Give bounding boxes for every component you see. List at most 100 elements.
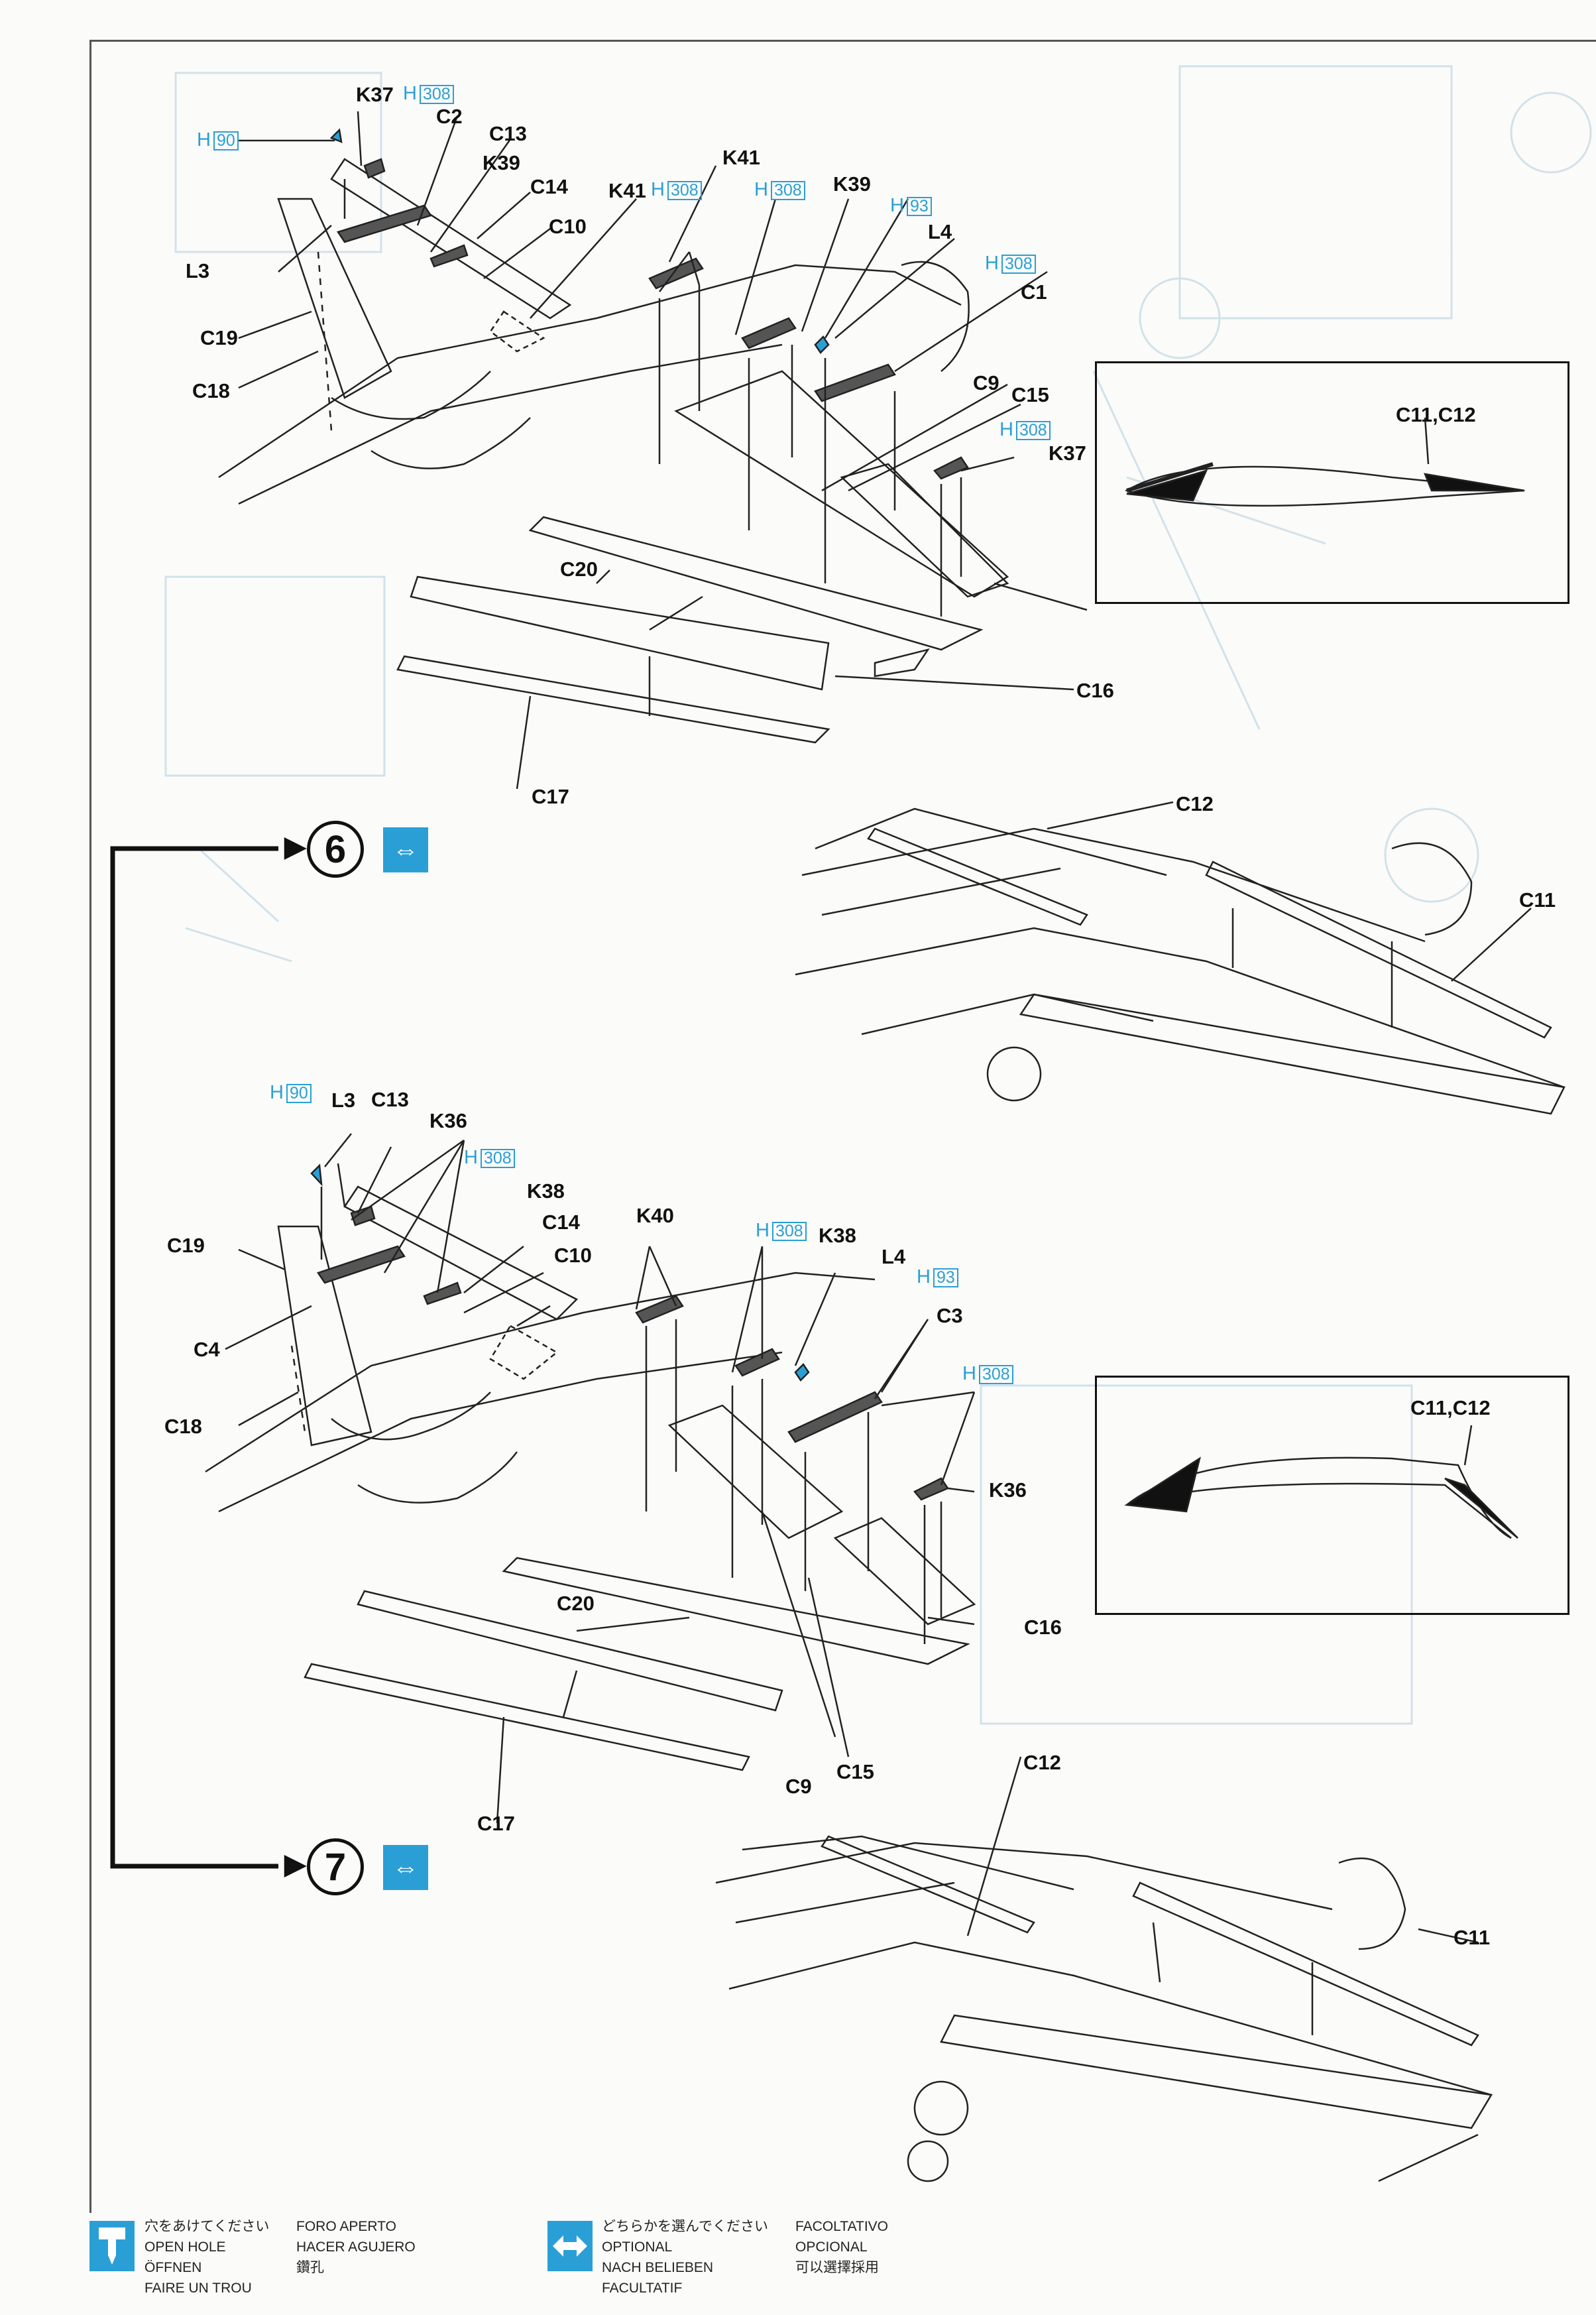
part-h90-2: [310, 1163, 323, 1187]
flap-c15: [840, 463, 1009, 598]
wing-c12: [867, 827, 1088, 926]
label-c15-b: C15: [836, 1760, 874, 1783]
detail-box-lower: [1095, 1376, 1569, 1615]
label-k39: K39: [483, 151, 520, 174]
fuselage-upper-2: [205, 1272, 876, 1473]
part-k39: [741, 317, 797, 349]
label-c10: C10: [549, 215, 587, 238]
label-k41-a: K41: [608, 179, 646, 202]
label-k36-b: K36: [989, 1478, 1027, 1502]
engine-nozzle-1: [901, 261, 970, 372]
label-c9: C9: [973, 371, 999, 394]
page-frame: [89, 40, 1596, 2213]
part-l4: [814, 335, 830, 354]
part-k40: [635, 1295, 684, 1324]
part-k37: [933, 456, 969, 480]
tail-fin: [277, 198, 392, 399]
legend-optional: どちらかを選んでください OPTIONAL NACH BELIEBEN FACU…: [602, 2219, 768, 2296]
step-7-marker: 7: [307, 1838, 364, 1895]
label-k38-b: K38: [819, 1224, 856, 1247]
assembled-fuselage-1: [795, 827, 1565, 1089]
label-c1: C1: [1021, 280, 1047, 304]
label-c10-b: C10: [554, 1244, 592, 1267]
label-c18: C18: [192, 379, 230, 402]
label-c16: C16: [1076, 679, 1114, 702]
legend-open-hole-2: FORO APERTO HACER AGUJERO 鑽孔: [296, 2219, 416, 2275]
label-k41-b: K41: [722, 146, 760, 169]
part-h90: [329, 128, 343, 143]
assembled-fuselage-2: [715, 1842, 1492, 2096]
tail-fin-2: [277, 1225, 372, 1447]
flap-c9-2: [667, 1404, 844, 1539]
flap-c9: [674, 370, 1009, 598]
label-c2: C2: [436, 105, 463, 128]
part-k38: [734, 1348, 780, 1377]
label-c12: C12: [1176, 792, 1214, 815]
flap-c17: [396, 655, 830, 744]
label-c11-b: C11: [1454, 1926, 1491, 1949]
part-l4-2: [794, 1363, 810, 1382]
legend-optional-2: FACOLTATIVO OPCIONAL 可以選擇採用: [795, 2219, 889, 2275]
label-c15: C15: [1011, 383, 1049, 406]
label-k38: K38: [527, 1179, 565, 1203]
fuselage-upper-1: [218, 264, 962, 479]
swap-arrows-icon: ⇔: [383, 1845, 428, 1890]
part-c3: [787, 1391, 883, 1443]
wing-c12-2: [821, 1835, 1035, 1934]
label-c14-b: C14: [542, 1211, 580, 1234]
legend-open-hole: 穴をあけてください OPEN HOLE ÖFFNEN FAIRE UN TROU: [144, 2219, 270, 2296]
label-c20: C20: [560, 558, 598, 581]
label-k39-b: K39: [833, 172, 871, 196]
detail-box-upper: [1095, 361, 1569, 604]
label-c18-b: C18: [164, 1415, 202, 1438]
part-c4: [317, 1245, 406, 1284]
label-c11: C11: [1519, 888, 1556, 912]
flap-c20: [410, 575, 830, 691]
swap-arrows-icon: [547, 2221, 593, 2271]
k41-arrow: [659, 251, 701, 292]
label-k36: K36: [429, 1109, 467, 1132]
part-c1: [814, 363, 896, 402]
label-k37-b: K37: [1049, 442, 1086, 465]
step-6-marker: 6: [307, 821, 364, 878]
label-l3: L3: [186, 259, 210, 282]
label-l4: L4: [928, 220, 952, 243]
label-k37: K37: [356, 83, 394, 106]
swap-arrows-icon: ⇔: [383, 827, 428, 872]
label-c17-b: C17: [477, 1812, 515, 1835]
label-l3-b: L3: [331, 1089, 356, 1112]
part-c2: [337, 204, 432, 243]
part-k41: [648, 257, 704, 290]
label-c17: C17: [532, 785, 569, 808]
stabilizer: [330, 158, 572, 320]
label-c20-b: C20: [557, 1592, 595, 1615]
label-c11-c12: C11,C12: [1396, 403, 1476, 426]
flap-c17-2: [304, 1663, 750, 1771]
wing-c11: [1205, 861, 1552, 1039]
label-c4: C4: [194, 1338, 220, 1361]
label-c19: C19: [200, 326, 238, 349]
label-c12-b: C12: [1023, 1751, 1061, 1774]
drill-icon: [89, 2221, 135, 2271]
label-k40: K40: [636, 1204, 674, 1227]
label-c16-b: C16: [1024, 1616, 1062, 1639]
wing-leading-edge: [528, 516, 984, 651]
label-c11-c12-b: C11,C12: [1410, 1396, 1491, 1419]
wing-c11-2: [1132, 1881, 1479, 2047]
flap-c15-2: [833, 1517, 976, 1626]
label-c13-b: C13: [371, 1088, 409, 1111]
label-c19-b: C19: [167, 1234, 205, 1257]
label-l4-b: L4: [882, 1245, 906, 1268]
